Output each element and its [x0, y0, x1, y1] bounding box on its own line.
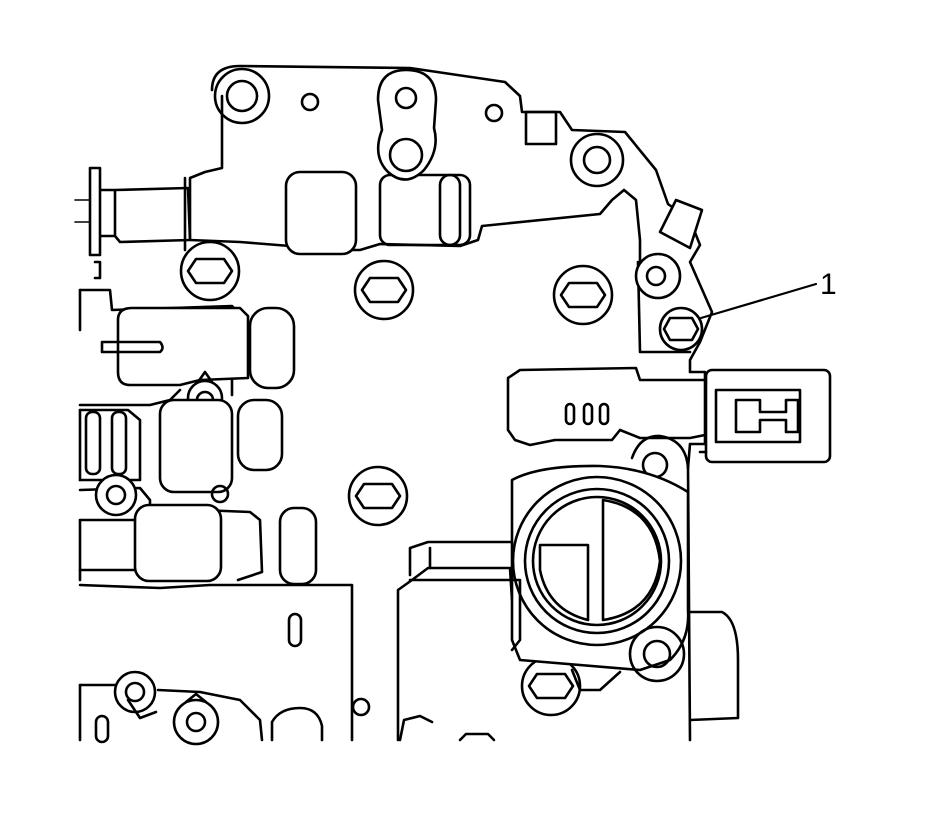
callout-label-1: 1 — [820, 268, 837, 301]
bottom-keyed-hole — [172, 692, 220, 746]
accumulator-piston — [510, 464, 690, 683]
bolt — [552, 264, 614, 326]
left-solenoid — [88, 166, 192, 257]
upper-bore-pocket — [284, 170, 358, 256]
top-left-hole — [225, 79, 259, 113]
bolt — [353, 259, 415, 321]
upper-boss — [376, 68, 438, 181]
bottom-left-keyed-hole — [113, 670, 158, 720]
upper-plate-outline — [188, 94, 642, 264]
bolt — [520, 655, 582, 717]
bolt — [347, 465, 409, 527]
bolt — [179, 240, 241, 302]
left-upper-pocket — [116, 306, 250, 387]
right-top-hole — [582, 145, 612, 175]
upper-channel — [378, 173, 462, 247]
callout-leader-line — [699, 282, 818, 320]
top-square-block — [524, 110, 558, 146]
lower-left-pocket — [133, 503, 223, 583]
callout-part-bolt — [634, 198, 704, 354]
right-connector — [698, 368, 832, 464]
valve-body-outline — [78, 64, 714, 742]
